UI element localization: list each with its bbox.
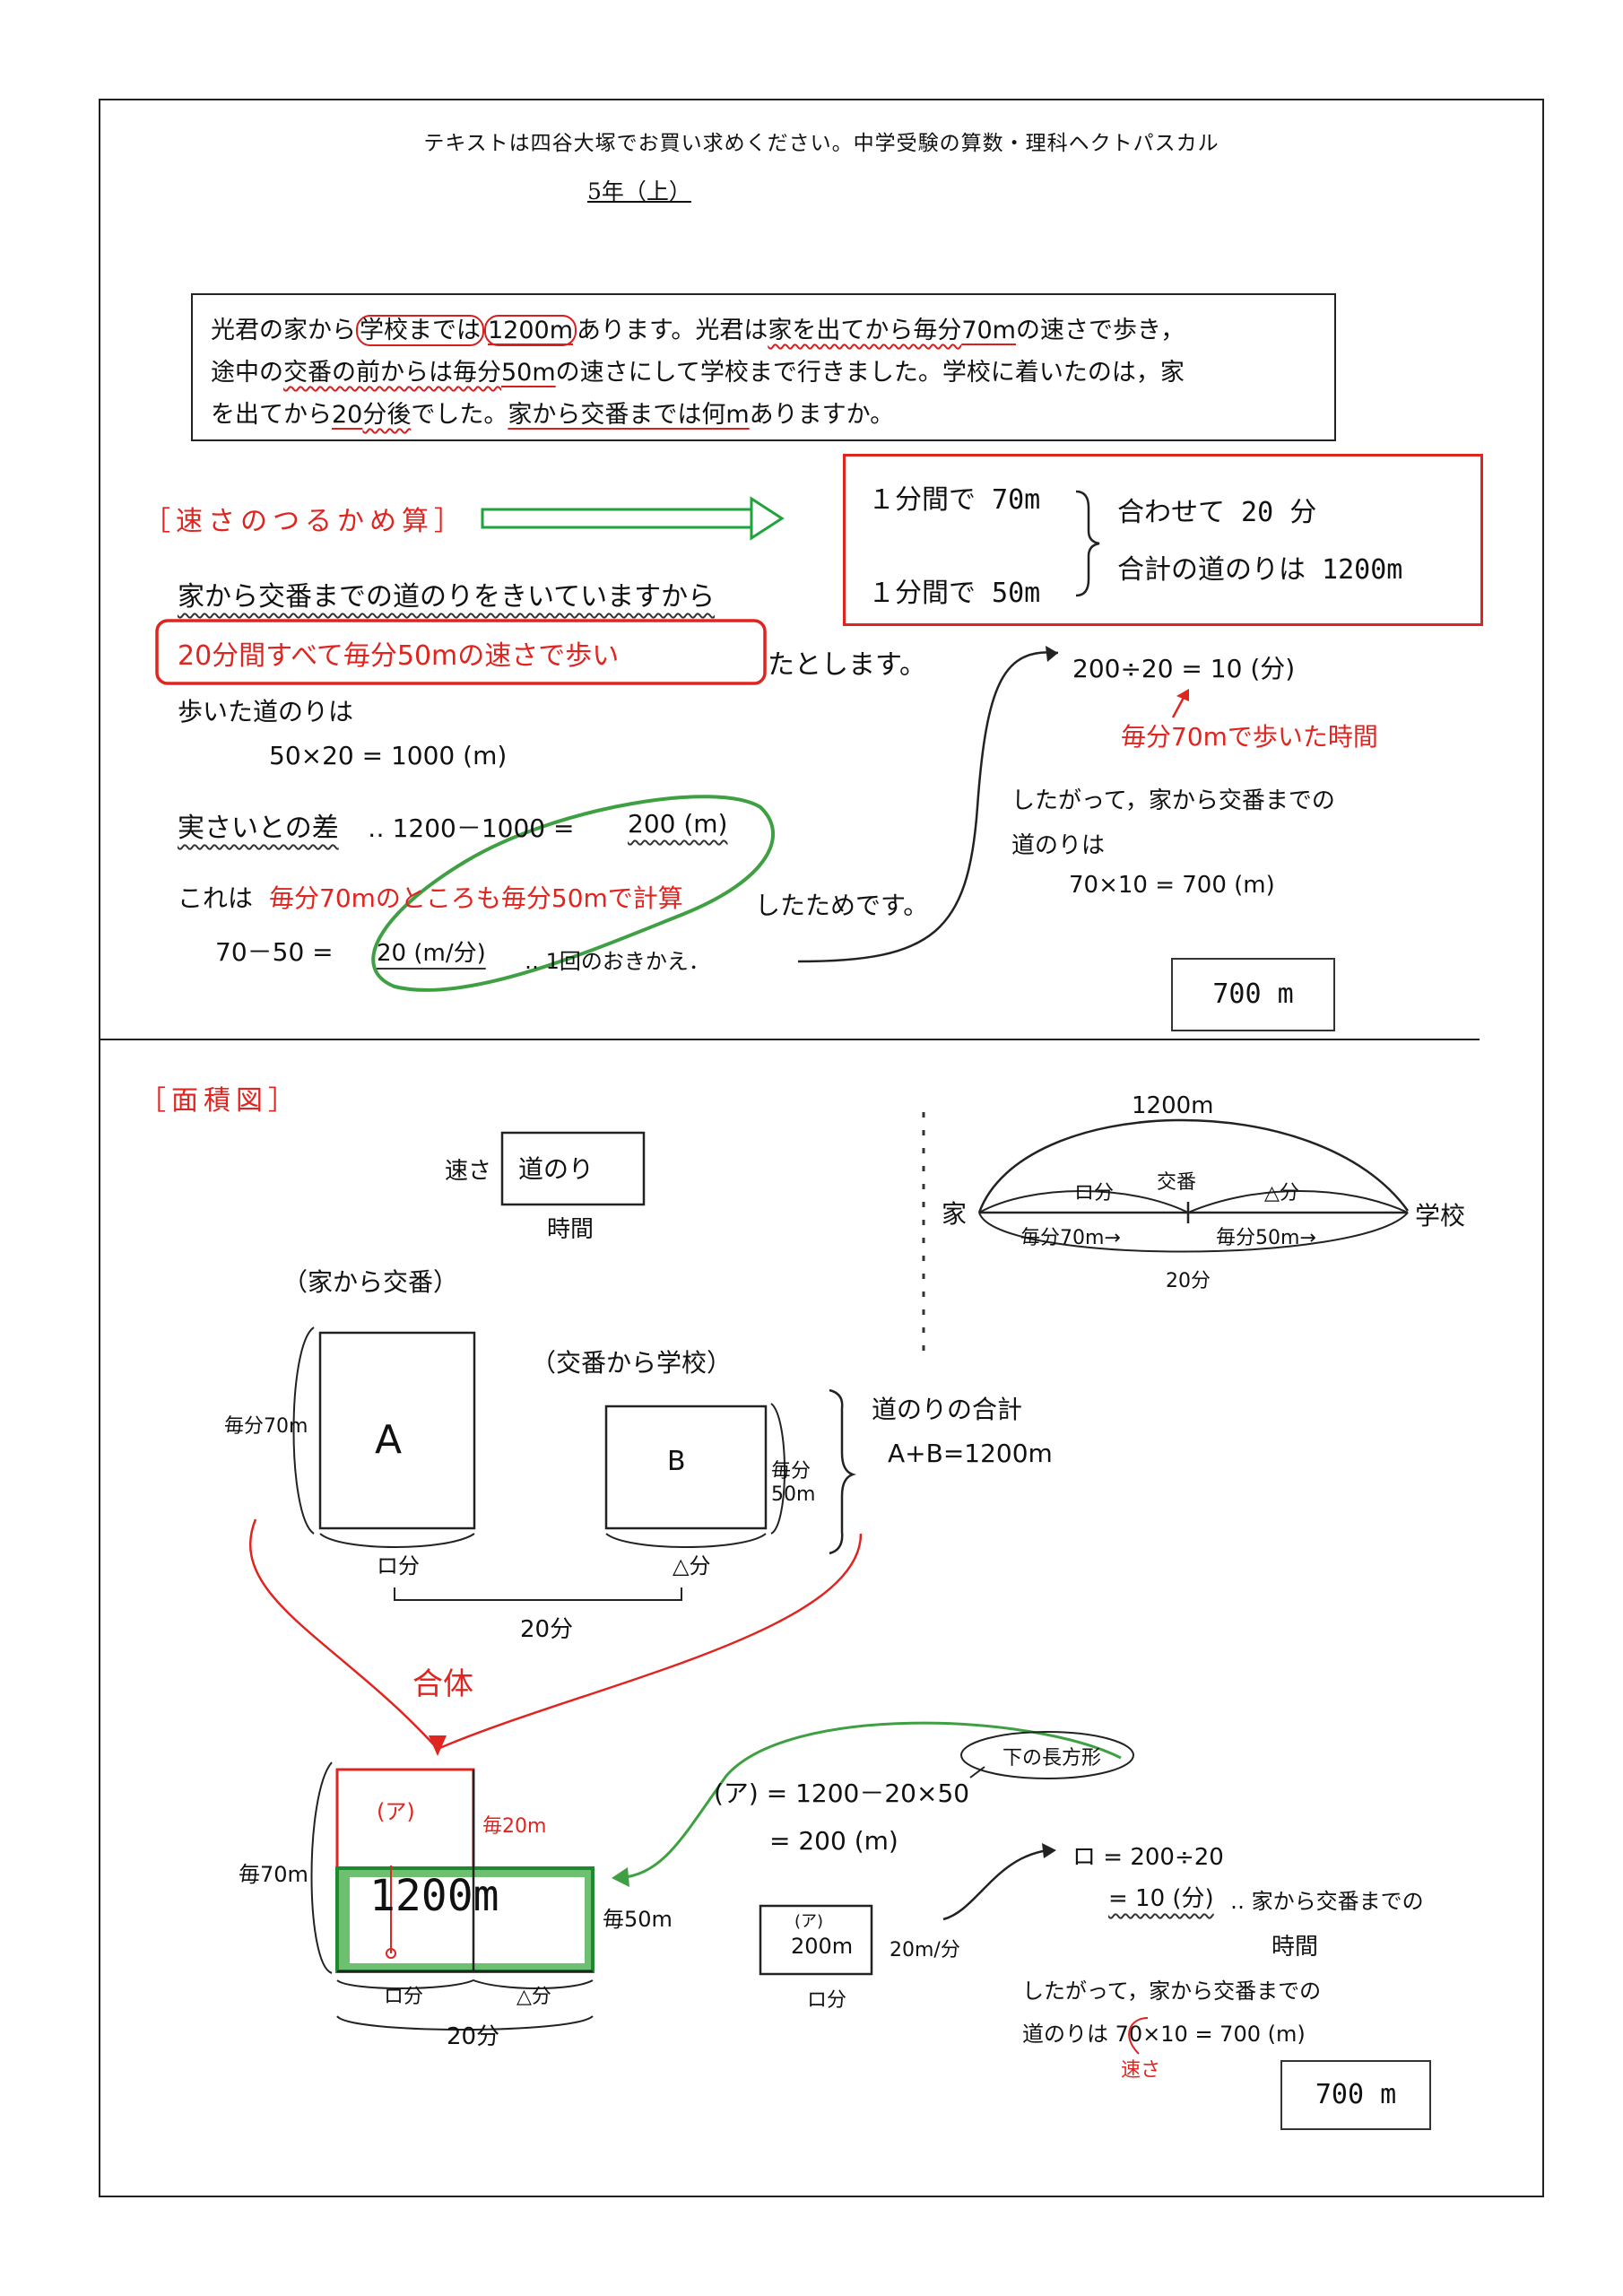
merged-diff: 毎20m (482, 1815, 547, 1838)
route-tt: 20分 (1166, 1270, 1211, 1292)
m1-step1: 家から交番までの道のりをきいていますから (178, 581, 716, 613)
method2-title: ［面積図］ (139, 1085, 300, 1117)
small-rect-v: 200m (791, 1934, 854, 1959)
merged-tt: 20分 (447, 2023, 500, 2050)
f-3: 時間 (1271, 1934, 1319, 1961)
rect-A (318, 1331, 476, 1530)
route-school: 学校 (1415, 1201, 1466, 1231)
route-t2: △分 (1264, 1182, 1299, 1205)
merged-t1: ロ分 (384, 1986, 424, 2008)
sum-label: 道のりの合計 (872, 1395, 1023, 1424)
route-t1: ロ分 (1074, 1182, 1115, 1205)
legend-dist: 道のり (518, 1154, 595, 1184)
m1-step6a: これは (178, 883, 254, 913)
legend-time: 時間 (547, 1216, 595, 1243)
m1-step6c: したためです。 (755, 891, 929, 920)
page-frame (99, 99, 1544, 2197)
brace-icon (1075, 490, 1100, 597)
green-curved-arrow (618, 1721, 1122, 1880)
m1-step7b: 20 (m/分) (377, 940, 486, 967)
eq-1: (ア) = 1200－20×50 (714, 1779, 970, 1808)
route-arc-total (977, 1118, 1410, 1213)
summary-box (843, 454, 1483, 626)
method1-title: ［速さのつるかめ算］ (143, 506, 466, 537)
m1-right4: 道のりは (1011, 832, 1106, 859)
green-loop (371, 795, 775, 992)
merged-a: (ア) (377, 1799, 415, 1824)
f-6: 速さ (1121, 2059, 1161, 2082)
m1-step5b: ‥ 1200－1000 = (368, 813, 575, 843)
merge-curve-left (249, 1518, 438, 1750)
sum-time: 20分 (520, 1616, 574, 1643)
f-5: 道のりは 70×10 = 700 (m) (1022, 2022, 1306, 2047)
m1-right3: したがって，家から交番までの (1011, 787, 1335, 814)
highlight-box (155, 619, 767, 685)
m1-right2: 毎分70mで歩いた時間 (1121, 722, 1378, 752)
m1-step2b: たとします。 (768, 649, 926, 681)
small-rect (759, 1904, 873, 1976)
B-speed: 毎分50m (771, 1460, 816, 1506)
summary-r1: １分間で 70m (868, 484, 1041, 516)
answer-box-1: 700 m (1171, 958, 1335, 1031)
m1-step5a: 実さいとの差 (178, 813, 339, 844)
m1-right5: 70×10 = 700 (m) (1069, 872, 1275, 899)
m1-step2a: 20分間すべて毎分50mの速さで歩い (178, 640, 620, 672)
m1-step3: 歩いた道のりは (178, 697, 354, 726)
grade-label: 5年（上） (587, 178, 691, 204)
green-arrow-icon (481, 496, 785, 541)
summary-c2: 合計の道のりは 1200m (1117, 554, 1403, 586)
combine-label: 合体 (412, 1666, 473, 1702)
circled-1200m: 1200m (484, 315, 577, 346)
rect-B (604, 1405, 768, 1530)
route-home: 家 (942, 1199, 968, 1229)
summary-c1: 合わせて 20 分 (1117, 497, 1317, 528)
rect-A-label: A (375, 1417, 403, 1463)
merged-left: 毎70m (239, 1862, 308, 1887)
small-rect-s: 20m/分 (890, 1939, 960, 1961)
merged-t2: △分 (516, 1986, 551, 2008)
f-2b: ‥ 家から交番までの (1230, 1889, 1424, 1914)
small-rect-a: (ア) (794, 1912, 824, 1931)
f-2: = 10 (分) (1108, 1885, 1214, 1912)
section-divider (99, 1039, 1480, 1040)
answer-box-2: 700 m (1280, 2060, 1431, 2130)
m1-step4: 50×20 = 1000 (m) (269, 741, 508, 770)
sum-eq: A+B=1200m (888, 1439, 1053, 1468)
curved-arrow-1 (797, 651, 1059, 963)
legend-rect (500, 1131, 646, 1206)
legend-speed: 速さ (445, 1158, 492, 1185)
eq-2: = 200 (m) (769, 1826, 898, 1856)
merged-right: 毎50m (603, 1907, 673, 1932)
label-A-group: （家から交番） (282, 1267, 459, 1297)
m1-step6b: 毎分70mのところも毎分50mで計算 (269, 883, 683, 913)
m1-right1: 200÷20 = 10 (分) (1072, 654, 1296, 683)
f-4: したがって，家から交番までの (1022, 1979, 1322, 2004)
label-B-group: （交番から学校） (531, 1348, 733, 1378)
route-s2: 毎分50m→ (1216, 1227, 1316, 1249)
route-total: 1200m (1132, 1092, 1214, 1119)
A-time: ロ分 (377, 1553, 420, 1578)
rect-B-label: B (667, 1446, 686, 1477)
merged-total: 1200m (369, 1871, 499, 1921)
B-time: △分 (673, 1553, 711, 1578)
lower-rect-label: 下の長方形 (1002, 1747, 1102, 1770)
m1-step5c: 200 (m) (628, 809, 728, 839)
problem-line-2: 途中の交番の前からは毎分50mの速さにして学校まで行きました。学校に着いたのは，… (211, 359, 1185, 387)
merge-curve-right (437, 1533, 863, 1751)
header-notice: テキストは四谷大塚でお買い求めください。中学受験の算数・理科ヘクトパスカル (423, 132, 1219, 155)
m1-step7a: 70－50 = (215, 937, 334, 967)
m1-step7c: ‥ 1回のおきかえ． (525, 949, 710, 974)
circled-school: 学校までは (356, 315, 484, 346)
route-koban: 交番 (1157, 1171, 1197, 1194)
A-speed: 毎分70m (224, 1415, 308, 1438)
summary-r2: １分間で 50m (868, 578, 1041, 609)
small-rect-t: ロ分 (807, 1989, 847, 2012)
f-1: ロ = 200÷20 (1072, 1844, 1224, 1871)
route-s1: 毎分70m→ (1020, 1227, 1121, 1249)
problem-line-3: を出てから20分後でした。家から交番までは何mありますか。 (211, 401, 895, 429)
